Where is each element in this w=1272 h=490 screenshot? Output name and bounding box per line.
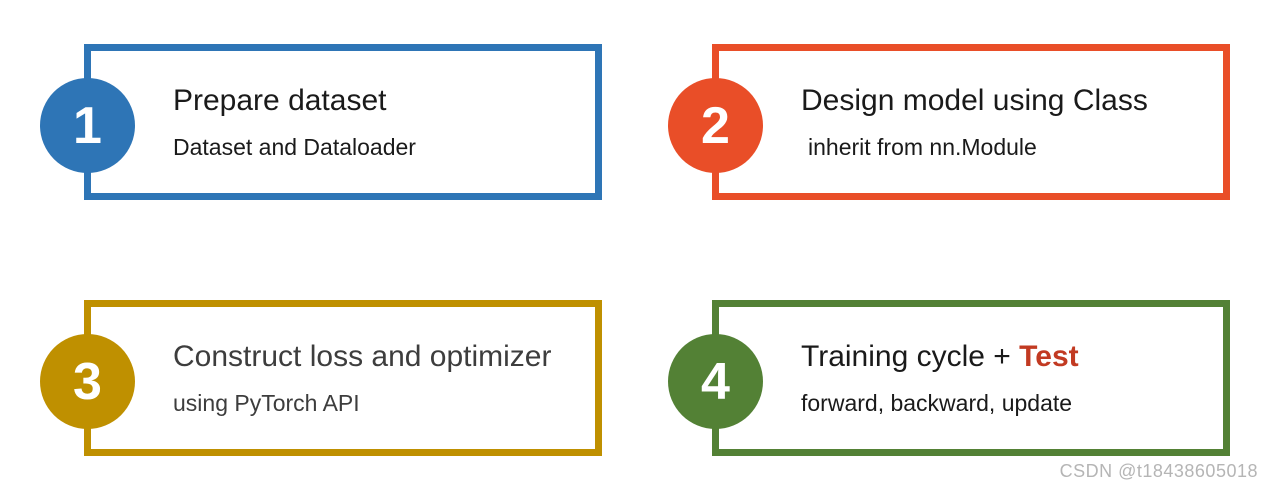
step-number-badge: 1 [40, 78, 135, 173]
step-subtitle: inherit from nn.Module [808, 134, 1037, 160]
step-number-badge: 3 [40, 334, 135, 429]
step-text-block: Training cycle + Test forward, backward,… [801, 339, 1079, 417]
step-title: Training cycle + Test [801, 339, 1079, 375]
step-subtitle: forward, backward, update [801, 390, 1073, 416]
step-number-badge: 4 [668, 334, 763, 429]
step-subtitle: using PyTorch API [173, 390, 360, 416]
step-text-block: Construct loss and optimizer using PyTor… [173, 339, 552, 417]
step-card-construct-loss: 3 Construct loss and optimizer using PyT… [40, 300, 602, 456]
step-text-block: Design model using Class inherit from nn… [801, 83, 1148, 161]
step-card-training-cycle: 4 Training cycle + Test forward, backwar… [668, 300, 1230, 456]
step-title: Prepare dataset [173, 84, 387, 117]
step-title-highlight: Test [1019, 340, 1079, 373]
step-subtitle: Dataset and Dataloader [173, 134, 416, 160]
csdn-watermark: CSDN @t18438605018 [1059, 461, 1258, 481]
step-title: Design model using Class [801, 84, 1148, 117]
step-card-prepare-dataset: 1 Prepare dataset Dataset and Dataloader [40, 44, 602, 200]
step-card-design-model: 2 Design model using Class inherit from … [668, 44, 1230, 200]
step-text-block: Prepare dataset Dataset and Dataloader [173, 83, 416, 161]
step-title-prefix: Training cycle + [801, 340, 1020, 373]
step-number-badge: 2 [668, 78, 763, 173]
step-title: Construct loss and optimizer [173, 340, 552, 373]
